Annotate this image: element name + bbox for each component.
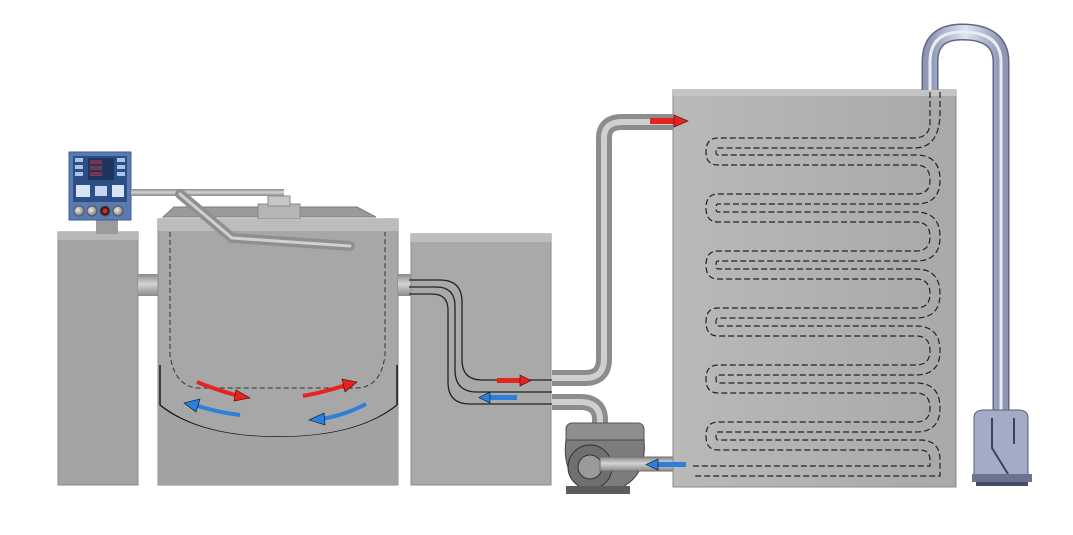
svg-text:8888: 8888 bbox=[90, 160, 102, 166]
cold-flow-arrow bbox=[194, 403, 241, 417]
hot-flow-arrow bbox=[497, 378, 522, 383]
svg-text:8888: 8888 bbox=[90, 166, 102, 172]
left-pedestal bbox=[57, 231, 139, 486]
cooling-coil bbox=[693, 92, 931, 467]
storage-tank bbox=[672, 89, 957, 488]
svg-text:8888: 8888 bbox=[90, 172, 102, 178]
cold-flow-arrow bbox=[321, 402, 367, 421]
receiver-icon bbox=[972, 409, 1032, 486]
cold-flow-arrow bbox=[656, 462, 686, 467]
hot-flow-arrow bbox=[650, 118, 676, 124]
kettle-machine: 8888 8888 8888 bbox=[57, 151, 412, 486]
middle-cabinet bbox=[410, 233, 552, 486]
hot-flow-arrow bbox=[302, 383, 347, 398]
hot-supply-pipe bbox=[552, 114, 673, 386]
cabinet-pipes bbox=[409, 279, 552, 405]
control-panel-icon: 8888 8888 8888 bbox=[68, 151, 132, 234]
pump-icon bbox=[564, 422, 675, 494]
cold-flow-arrow bbox=[489, 395, 517, 400]
